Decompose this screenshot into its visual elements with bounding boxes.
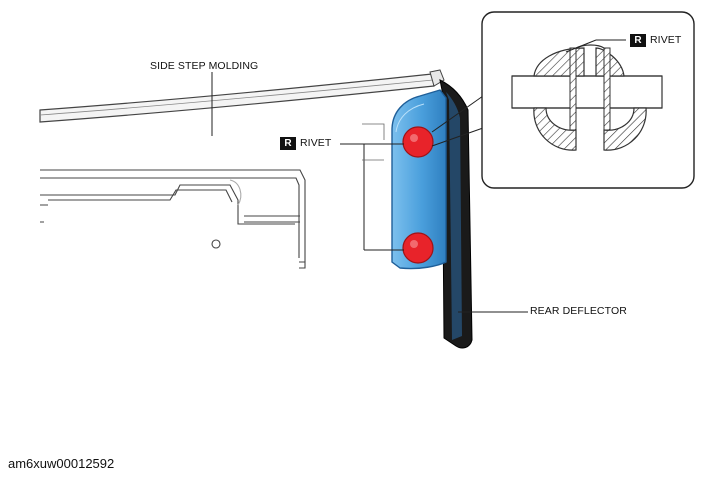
- leader-rivet-main: [340, 143, 404, 251]
- rear-deflector-label: REAR DEFLECTOR: [530, 305, 627, 317]
- body-panel-outline: [40, 169, 306, 269]
- rear-deflector: [391, 79, 473, 349]
- rivet-badge-detail: R: [630, 34, 646, 47]
- rivet-badge-main: R: [280, 137, 296, 150]
- bracket-marks: [362, 123, 385, 161]
- document-id: am6xuw00012592: [8, 456, 115, 471]
- rivet-lower: [402, 232, 434, 264]
- side-step-molding-rail: [39, 69, 445, 123]
- side-step-molding-label: SIDE STEP MOLDING: [150, 60, 259, 72]
- detail-connector: [431, 95, 484, 147]
- rivet-upper: [402, 126, 434, 158]
- rivet-label-main: RIVET: [300, 137, 332, 149]
- rivet-label-detail: RIVET: [650, 34, 682, 46]
- rivet-detail-box: [481, 11, 695, 189]
